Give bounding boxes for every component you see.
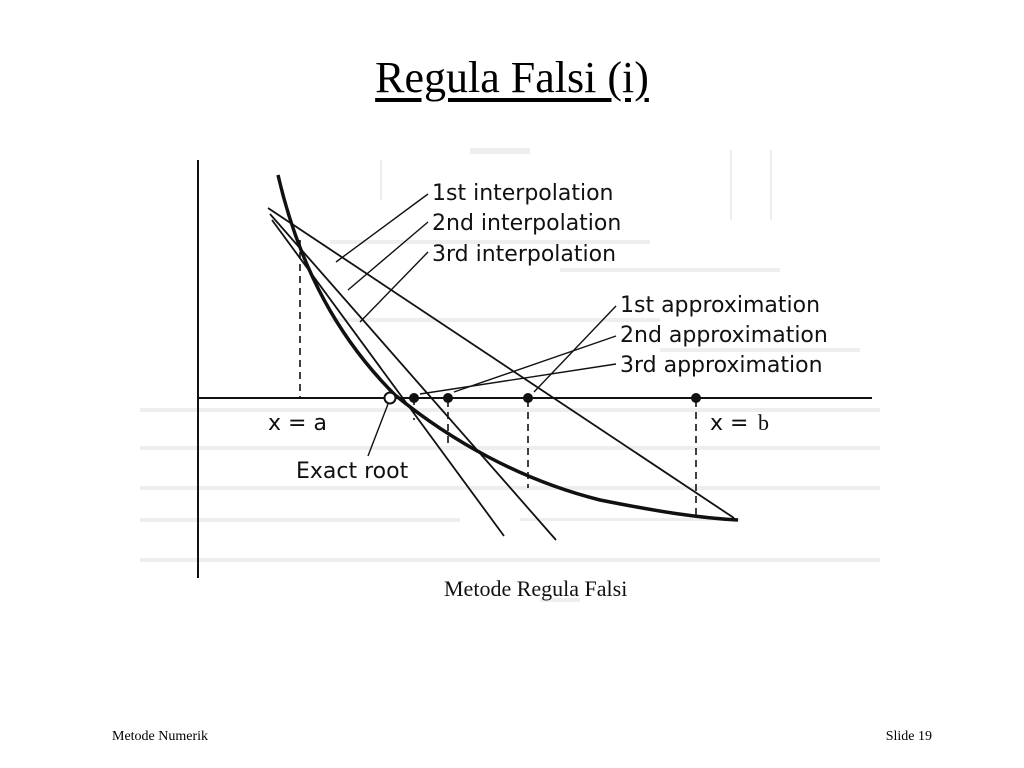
b-point (691, 393, 701, 403)
leader-approx2 (453, 335, 617, 393)
label-approximation-2: 2nd approximation (620, 323, 828, 348)
label-exact-root: Exact root (296, 459, 409, 484)
function-curve (276, 174, 739, 522)
approx3-point (409, 393, 419, 403)
label-x-equals-b: x = (710, 411, 748, 436)
footer-course-name: Metode Numerik (112, 729, 209, 744)
interpolation-line-2 (269, 213, 557, 541)
label-x-equals-a: x = a (268, 411, 327, 436)
leader-exact-root (367, 403, 389, 457)
label-b: b (758, 410, 769, 435)
leader-interp3 (359, 251, 429, 323)
interpolation-line-1 (267, 207, 735, 519)
approx2-point (443, 393, 453, 403)
label-interpolation-2: 2nd interpolation (432, 211, 621, 236)
leader-approx1 (533, 305, 617, 393)
leader-approx3 (419, 363, 617, 395)
leader-interp2 (347, 221, 429, 291)
label-interpolation-3: 3rd interpolation (432, 242, 616, 267)
footer-slide-number: Slide 19 (885, 729, 932, 744)
slide-title: Regula Falsi (i) (375, 53, 649, 102)
label-approximation-1: 1st approximation (620, 293, 820, 318)
leader-interp1 (335, 193, 429, 263)
interpolation-line-3 (271, 219, 505, 537)
figure-caption: Metode Regula Falsi (444, 576, 627, 601)
label-approximation-3: 3rd approximation (620, 353, 823, 378)
label-interpolation-1: 1st interpolation (432, 181, 614, 206)
approx1-point (523, 393, 533, 403)
exact-root-point (383, 391, 397, 405)
